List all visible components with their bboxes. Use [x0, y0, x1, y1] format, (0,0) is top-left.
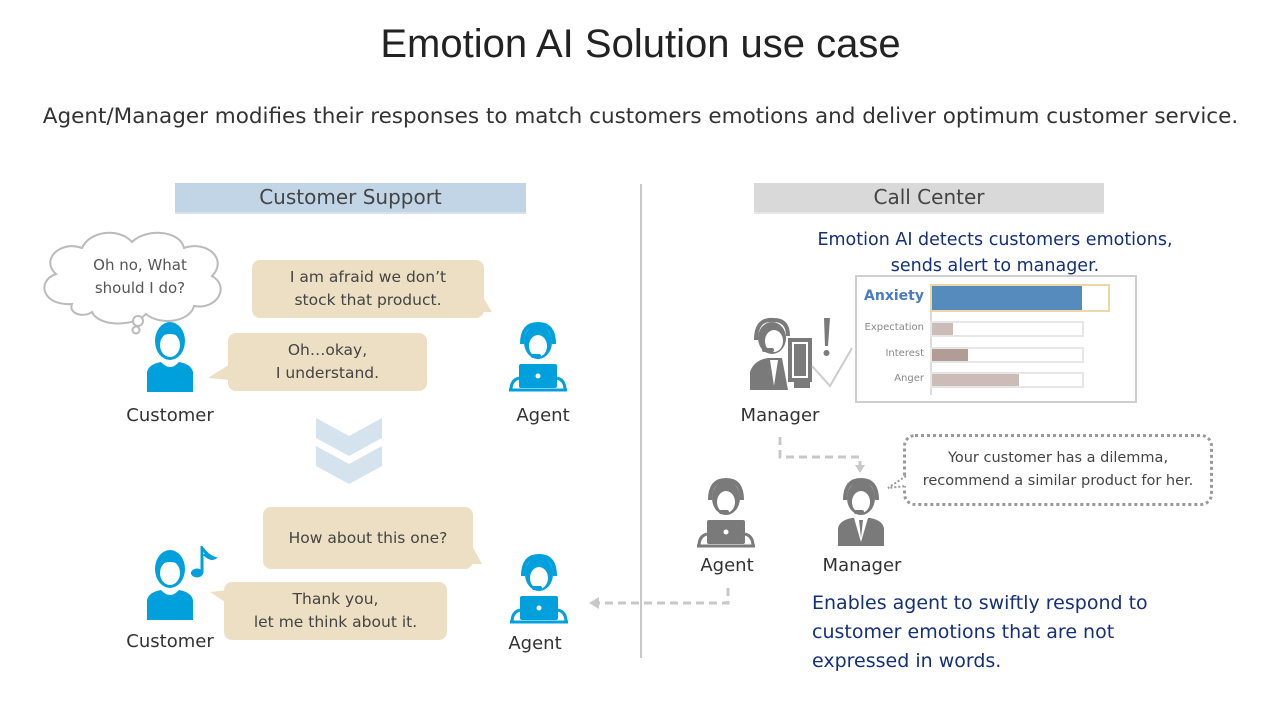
customer-person-icon — [147, 322, 193, 392]
meter-track-interest — [930, 347, 1084, 363]
manager-label: Manager — [740, 405, 820, 426]
bubble-line: recommend a similar product for her. — [922, 473, 1194, 489]
meter-fill-expectation — [932, 323, 953, 335]
bubble-tail — [480, 292, 492, 312]
dashed-arrow-left — [589, 588, 730, 609]
agent-person-icon-2 — [510, 553, 568, 624]
call-center-header: Call Center — [754, 183, 1104, 214]
customer-person-icon-2 — [147, 550, 193, 620]
bubble-line: How about this one? — [288, 528, 448, 547]
agent-person-icon — [509, 321, 567, 392]
thought-cloud-icon — [43, 231, 222, 335]
call-center-manager-icon — [838, 477, 884, 546]
detect-line: sends alert to manager. — [890, 256, 1100, 276]
meter-track-anger — [930, 372, 1084, 388]
customer-support-header: Customer Support — [175, 183, 526, 214]
meter-track-anxiety — [930, 284, 1110, 312]
manager-at-computer-icon — [750, 317, 853, 390]
page-subtitle: Agent/Manager modifies their responses t… — [42, 104, 1239, 129]
meter-fill-anger — [932, 374, 1019, 386]
double-chevron-down-icon — [316, 418, 382, 484]
music-note-icon — [191, 546, 218, 578]
benefit-line: expressed in words. — [812, 650, 1002, 672]
bubble-line: let me think about it. — [253, 613, 418, 631]
meter-label-anger: Anger — [894, 373, 924, 384]
bubble-tail — [470, 542, 482, 564]
dashed-arrow-down — [778, 437, 865, 473]
detect-text: Emotion AI detects customers emotions, s… — [780, 227, 1210, 279]
agent-speech-bubble: I am afraid we don’t stock that product. — [252, 260, 484, 318]
bubble-line: I understand. — [275, 364, 380, 382]
meter-label-interest: Interest — [885, 348, 924, 359]
thought-text: Oh no, What should I do? — [60, 254, 220, 300]
customer-label: Customer — [126, 405, 214, 426]
customer-speech-bubble-2: Thank you, let me think about it. — [224, 582, 447, 640]
meter-label-expectation: Expectation — [864, 322, 924, 333]
bubble-line: stock that product. — [294, 291, 442, 309]
manager-advice-bubble: Your customer has a dilemma, recommend a… — [903, 434, 1213, 506]
benefit-line: Enables agent to swiftly respond to — [812, 592, 1148, 614]
bubble-line: Thank you, — [292, 590, 379, 608]
bubble-tail — [208, 364, 230, 380]
agent-label-2: Agent — [508, 633, 562, 654]
meter-fill-interest — [932, 349, 968, 361]
page-title: Emotion AI Solution use case — [380, 22, 901, 66]
bubble-line: Oh…okay, — [287, 341, 368, 359]
call-center-agent-label: Agent — [700, 555, 754, 576]
benefit-line: customer emotions that are not — [812, 621, 1115, 643]
detect-line: Emotion AI detects customers emotions, — [817, 230, 1173, 250]
bubble-tail — [887, 475, 907, 489]
bubble-tail — [210, 590, 228, 604]
meter-label-anxiety: Anxiety — [864, 288, 924, 304]
meter-axis — [930, 285, 932, 395]
benefit-text: Enables agent to swiftly respond to cust… — [812, 589, 1232, 676]
thought-line: should I do? — [94, 279, 186, 297]
section-divider — [640, 184, 642, 658]
agent-speech-bubble-2: How about this one? — [263, 507, 473, 569]
thought-line: Oh no, What — [93, 256, 187, 274]
meter-track-expectation — [930, 321, 1084, 337]
meter-fill-anxiety — [932, 286, 1082, 310]
agent-label: Agent — [516, 405, 570, 426]
bubble-line: I am afraid we don’t — [289, 268, 447, 286]
call-center-manager-label: Manager — [822, 555, 902, 576]
customer-speech-bubble: Oh…okay, I understand. — [228, 333, 427, 391]
customer-label-2: Customer — [126, 631, 214, 652]
bubble-line: Your customer has a dilemma, — [947, 450, 1169, 466]
call-center-agent-icon — [697, 477, 755, 548]
